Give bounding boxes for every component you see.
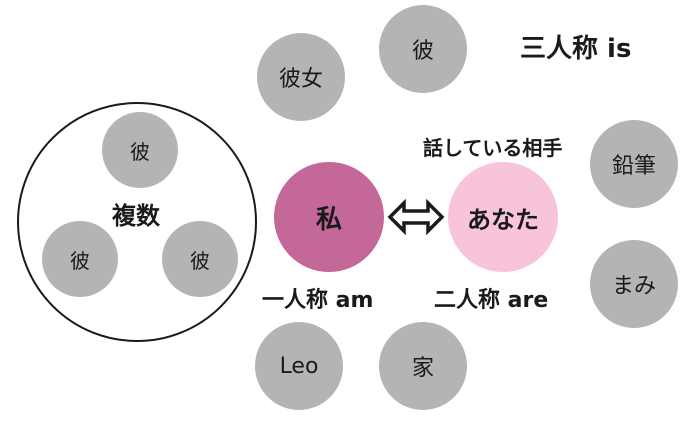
- bubble-enpitsu: 鉛筆: [590, 120, 678, 208]
- plural-bubble-right: 彼: [162, 221, 238, 297]
- plural-group-circle: [17, 102, 257, 342]
- bubble-mami: まみ: [590, 240, 678, 328]
- second-person-caption: 二人称 are: [434, 288, 549, 313]
- first-person-bubble: 私: [274, 162, 384, 272]
- plural-label: 複数: [112, 202, 160, 230]
- first-person-caption: 一人称 am: [262, 288, 374, 313]
- bubble-leo: Leo: [255, 322, 343, 410]
- bubble-kanojo: 彼女: [257, 33, 345, 121]
- bubble-kare-top: 彼: [379, 5, 467, 93]
- second-person-bubble: あなた: [448, 162, 558, 272]
- third-person-heading: 三人称 is: [520, 34, 632, 64]
- bubble-ie: 家: [379, 322, 467, 410]
- second-person-description: 話している相手: [423, 136, 563, 160]
- plural-bubble-left: 彼: [42, 221, 118, 297]
- double-arrow-icon: [387, 198, 445, 236]
- plural-bubble-top: 彼: [102, 112, 178, 188]
